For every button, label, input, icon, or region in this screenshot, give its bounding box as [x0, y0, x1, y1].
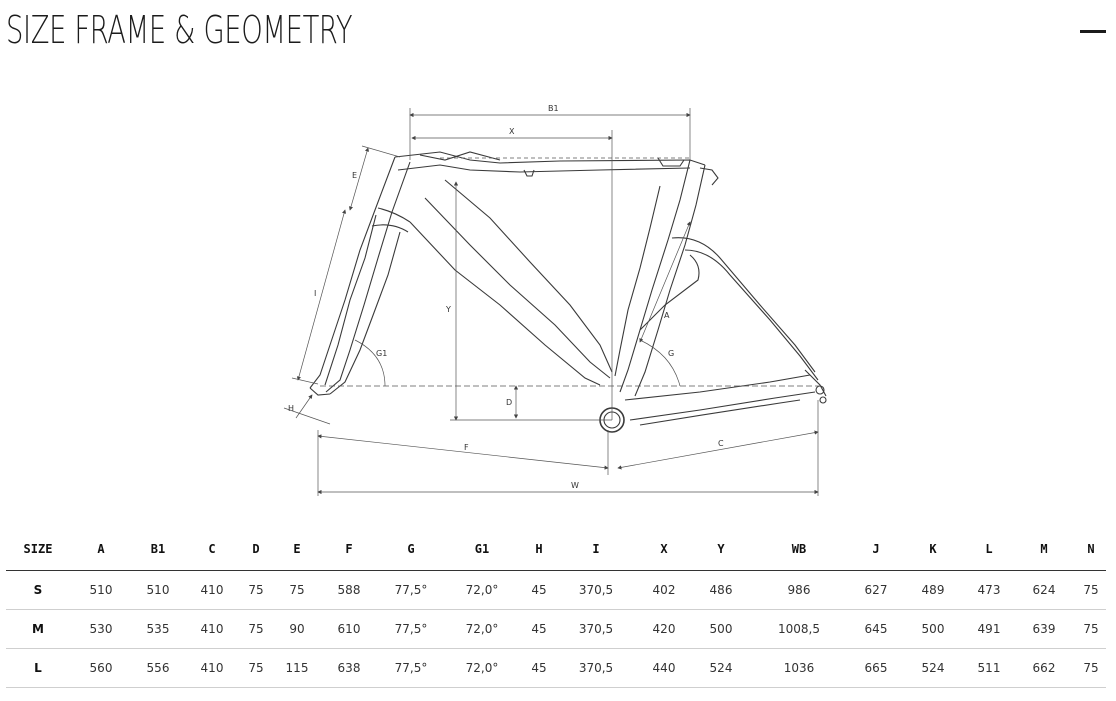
table-cell: 370,5	[560, 609, 632, 649]
table-cell: 75	[1076, 570, 1106, 610]
table-cell: 645	[852, 609, 900, 649]
size-cell: S	[6, 570, 70, 610]
table-cell: 420	[632, 609, 696, 649]
column-header: E	[272, 528, 322, 571]
label-y: Y	[445, 305, 451, 314]
table-cell: 486	[696, 570, 746, 610]
table-cell: 500	[900, 609, 966, 649]
label-h: H	[288, 404, 294, 413]
table-cell: 639	[1012, 609, 1076, 649]
table-cell: 627	[852, 570, 900, 610]
table-cell: 556	[132, 648, 184, 688]
size-cell: M	[6, 609, 70, 649]
size-cell: L	[6, 648, 70, 688]
column-header: G	[376, 528, 446, 571]
table-cell: 77,5°	[376, 648, 446, 688]
table-cell: 45	[518, 570, 560, 610]
dimension-lines	[283, 108, 820, 496]
table-cell: 535	[132, 609, 184, 649]
table-cell: 45	[518, 609, 560, 649]
column-header: SIZE	[6, 528, 70, 571]
table-cell: 410	[184, 570, 240, 610]
column-header: G1	[446, 528, 518, 571]
column-header: B1	[132, 528, 184, 571]
table-cell: 75	[272, 570, 322, 610]
table-row: S 510 510 410 75 75 588 77,5° 72,0° 45 3…	[6, 570, 1106, 610]
label-w: W	[571, 481, 579, 490]
table-cell: 665	[852, 648, 900, 688]
table-cell: 662	[1012, 648, 1076, 688]
table-cell: 75	[240, 570, 272, 610]
table-cell: 510	[132, 570, 184, 610]
column-header: X	[632, 528, 696, 571]
column-header: J	[852, 528, 900, 571]
table-cell: 410	[184, 609, 240, 649]
column-header: C	[184, 528, 240, 571]
label-c: C	[718, 439, 724, 448]
column-header: K	[900, 528, 966, 571]
column-header: H	[518, 528, 560, 571]
table-cell: 77,5°	[376, 609, 446, 649]
label-e: E	[352, 171, 357, 180]
bike-frame-drawing	[309, 151, 827, 433]
label-i: I	[314, 289, 316, 298]
column-header: N	[1076, 528, 1106, 571]
label-d: D	[506, 398, 512, 407]
table-cell: 510	[70, 570, 132, 610]
table-cell: 75	[240, 609, 272, 649]
table-row: L 560 556 410 75 115 638 77,5° 72,0° 45 …	[6, 648, 1106, 688]
table-cell: 370,5	[560, 570, 632, 610]
table-cell: 75	[1076, 648, 1106, 688]
table-cell: 560	[70, 648, 132, 688]
table-cell: 1036	[746, 648, 852, 688]
column-header: F	[322, 528, 376, 571]
table-cell: 115	[272, 648, 322, 688]
table-cell: 500	[696, 609, 746, 649]
table-cell: 440	[632, 648, 696, 688]
column-header: I	[560, 528, 632, 571]
table-cell: 638	[322, 648, 376, 688]
table-cell: 75	[1076, 609, 1106, 649]
table-cell: 530	[70, 609, 132, 649]
table-cell: 77,5°	[376, 570, 446, 610]
label-g: G	[668, 349, 674, 358]
table-cell: 402	[632, 570, 696, 610]
table-cell: 1008,5	[746, 609, 852, 649]
table-cell: 75	[240, 648, 272, 688]
table-cell: 588	[322, 570, 376, 610]
label-a: A	[664, 311, 670, 320]
table-cell: 491	[966, 609, 1012, 649]
table-cell: 511	[966, 648, 1012, 688]
table-cell: 610	[322, 609, 376, 649]
label-g1: G1	[376, 349, 387, 358]
label-b1: B1	[548, 104, 559, 113]
column-header: M	[1012, 528, 1076, 571]
table-cell: 473	[966, 570, 1012, 610]
table-cell: 72,0°	[446, 648, 518, 688]
page-title: SIZE FRAME & GEOMETRY	[6, 8, 353, 52]
table-row: M 530 535 410 75 90 610 77,5° 72,0° 45 3…	[6, 609, 1106, 649]
column-header: WB	[746, 528, 852, 571]
table-cell: 524	[696, 648, 746, 688]
table-header-row: SIZE A B1 C D E F G G1 H I X Y WB J K L …	[6, 528, 1106, 571]
geometry-table: SIZE A B1 C D E F G G1 H I X Y WB J K L …	[6, 528, 1106, 688]
table-cell: 986	[746, 570, 852, 610]
table-cell: 410	[184, 648, 240, 688]
column-header: D	[240, 528, 272, 571]
label-f: F	[464, 443, 469, 452]
label-x: X	[509, 127, 515, 136]
column-header: Y	[696, 528, 746, 571]
table-cell: 624	[1012, 570, 1076, 610]
minus-icon[interactable]	[1080, 30, 1106, 33]
table-cell: 370,5	[560, 648, 632, 688]
table-cell: 45	[518, 648, 560, 688]
table-cell: 489	[900, 570, 966, 610]
table-cell: 524	[900, 648, 966, 688]
column-header: L	[966, 528, 1012, 571]
table-cell: 72,0°	[446, 570, 518, 610]
table-cell: 90	[272, 609, 322, 649]
column-header: A	[70, 528, 132, 571]
table-cell: 72,0°	[446, 609, 518, 649]
frame-geometry-diagram: B1 X E I Y A G1 G D H F C W	[283, 104, 827, 496]
